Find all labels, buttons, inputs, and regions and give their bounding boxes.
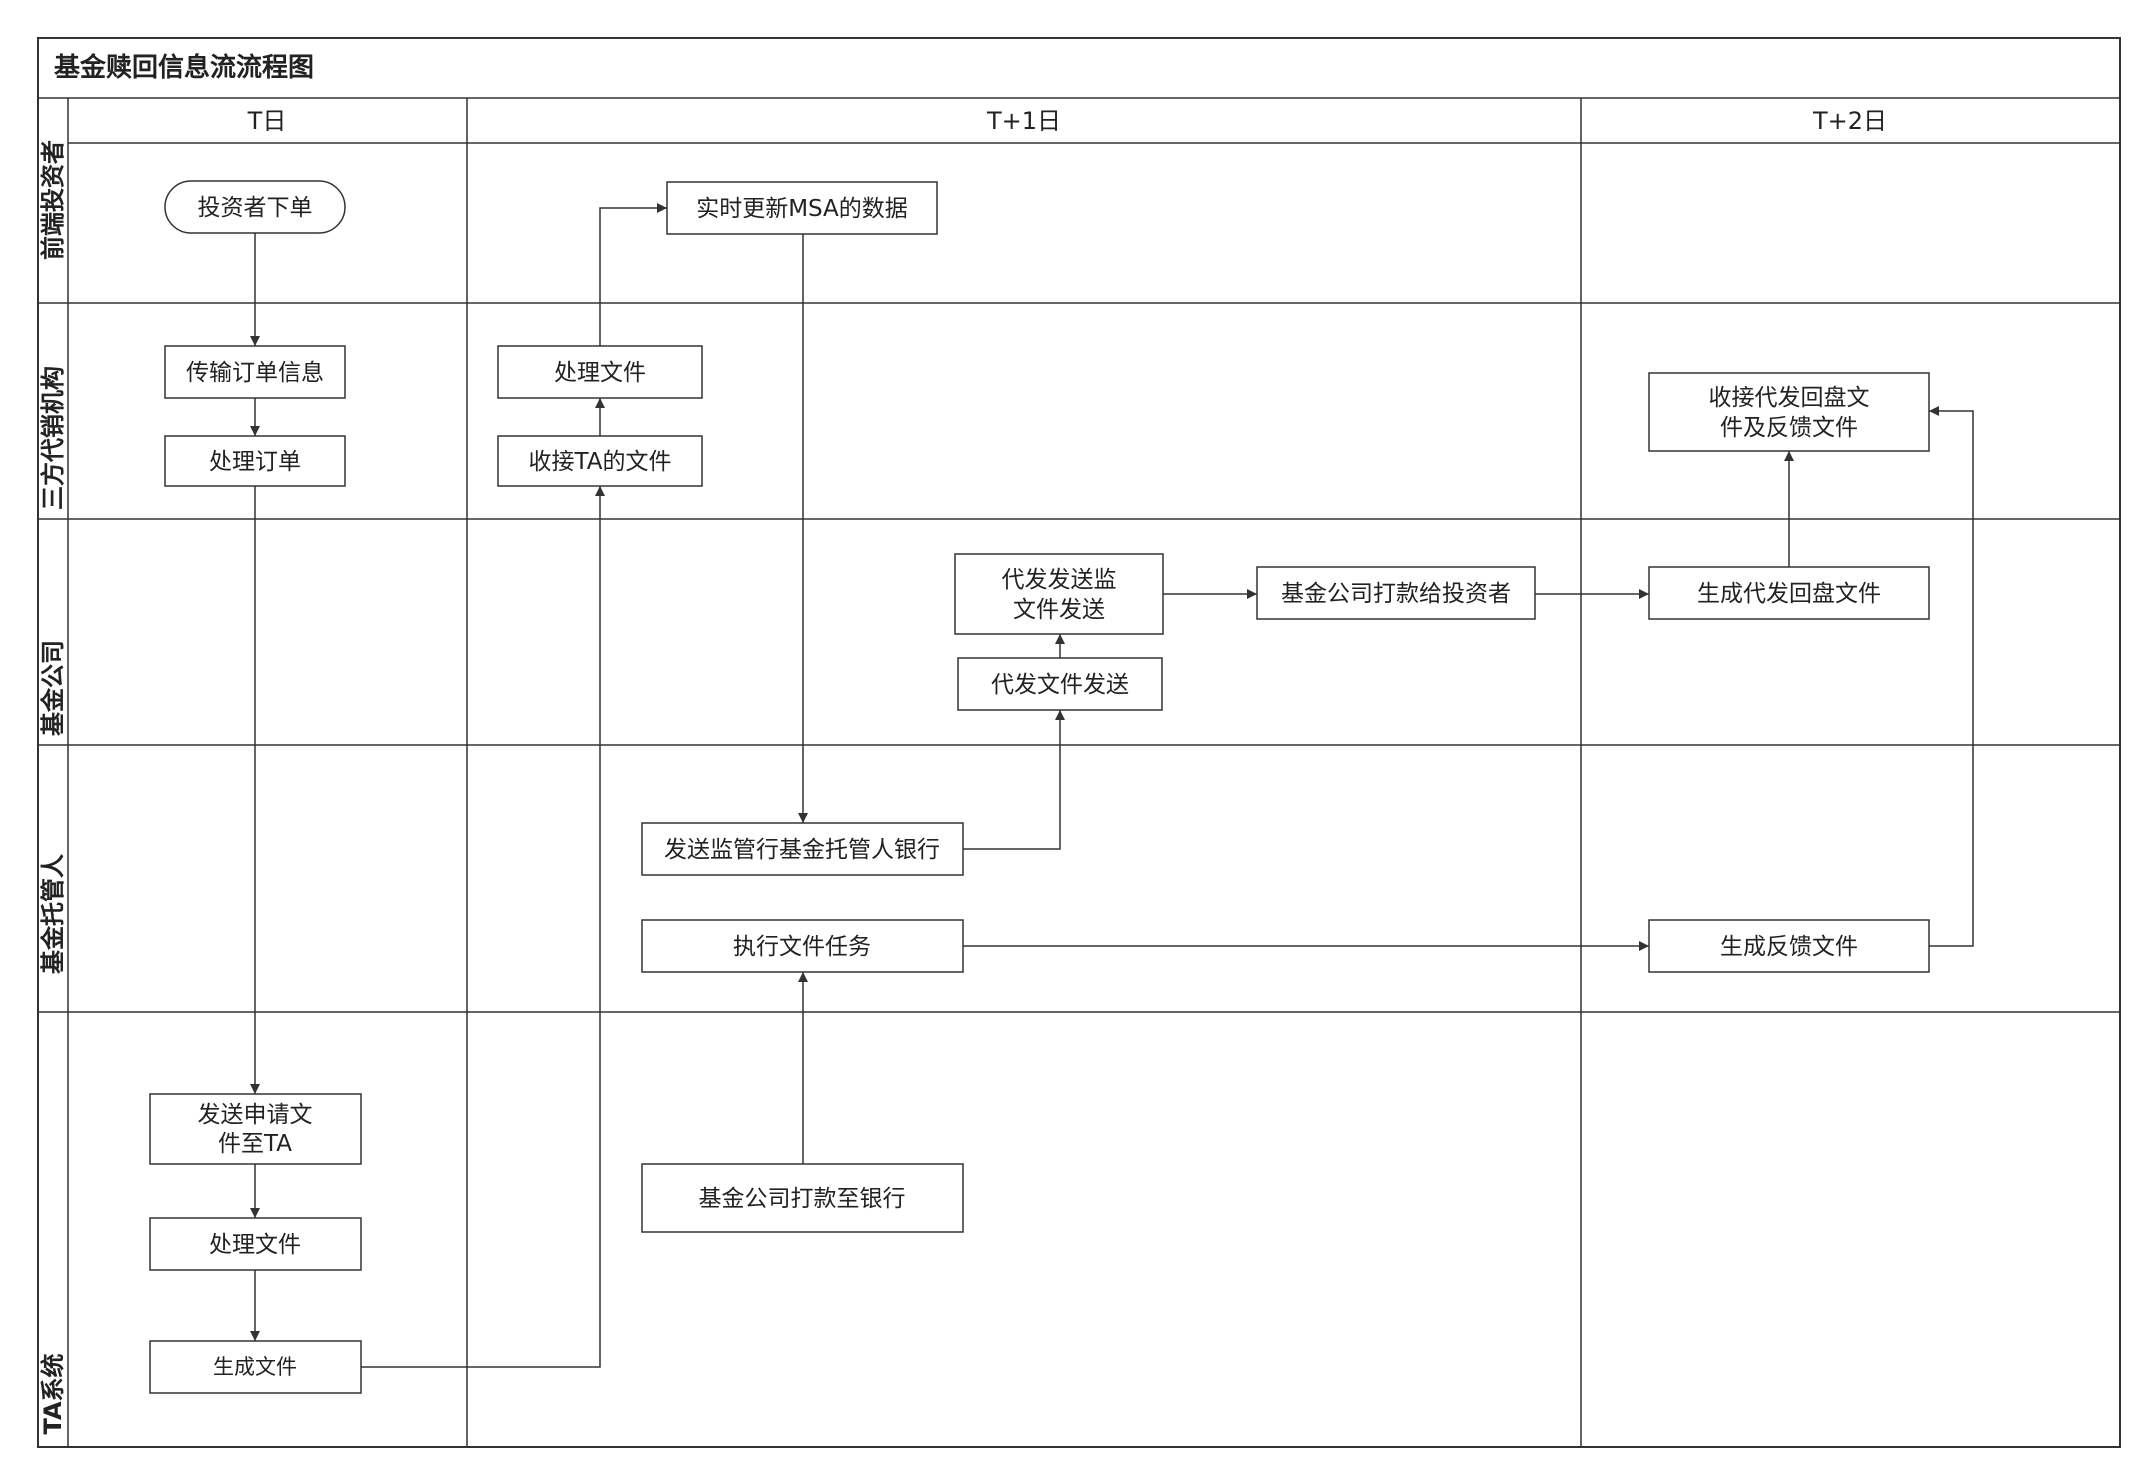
edge-n8-n9 (599, 203, 667, 346)
node-send-application (149, 1093, 362, 1165)
column-header-t2: T+2日 (1812, 107, 1887, 135)
node-label: 收接TA的文件 (529, 449, 672, 475)
node-process-order (164, 435, 346, 487)
node-label: 件及反馈文件 (1720, 415, 1858, 441)
edge-n10-n11 (963, 710, 1065, 850)
node-transmit-order (164, 345, 346, 399)
node-generate-feedback (1648, 919, 1930, 973)
node-pay-investor (1256, 566, 1536, 620)
node-ta-process-file (149, 1217, 362, 1271)
node-label: 代发文件发送 (991, 672, 1129, 698)
node-update-msa (666, 181, 938, 235)
node-label: 实时更新MSA的数据 (696, 196, 908, 222)
node-distributor-process-file (497, 345, 703, 399)
node-generate-payout-return (1648, 566, 1930, 620)
node-label: 代发发送监 (1002, 567, 1117, 593)
node-receive-return-files (1648, 372, 1930, 452)
node-label: 件至TA (218, 1131, 292, 1157)
lane-label-distributor: 三方代销机构 (39, 366, 67, 510)
node-label: 收接代发回盘文 (1709, 385, 1870, 411)
node-label: 执行文件任务 (733, 934, 871, 960)
node-label: 投资者下单 (198, 195, 313, 221)
lane-label-investor: 前端投资者 (39, 140, 67, 260)
column-header-t: T日 (247, 107, 287, 135)
node-label: 发送申请文 (198, 1102, 313, 1128)
node-label: 传输订单信息 (186, 360, 324, 386)
column-header-t1: T+1日 (986, 107, 1061, 135)
diagram-title: 基金赎回信息流流程图 (54, 52, 314, 83)
node-label: 基金公司打款给投资者 (1281, 581, 1511, 607)
node-send-custodian-bank (641, 822, 964, 876)
node-pay-bank (641, 1163, 964, 1233)
node-send-payout-file (957, 657, 1163, 711)
lane-label-custodian: 基金托管人 (39, 854, 67, 974)
node-payout-supervision (954, 553, 1164, 635)
node-label: 生成反馈文件 (1720, 934, 1858, 960)
node-label: 发送监管行基金托管人银行 (664, 837, 940, 863)
node-label: 处理文件 (554, 360, 646, 386)
edge-n6-n7 (361, 486, 605, 1368)
node-investor-order (164, 180, 346, 234)
lane-label-fund-company: 基金公司 (39, 640, 67, 736)
edge-n18-n17 (1929, 406, 1974, 947)
node-receive-ta-file (497, 435, 703, 487)
node-generate-file (149, 1340, 362, 1394)
node-label: 文件发送 (1013, 597, 1105, 623)
node-execute-file-task (641, 919, 964, 973)
node-label: 生成文件 (213, 1355, 297, 1379)
lane-label-ta-system: TA系统 (39, 1353, 67, 1434)
node-label: 处理文件 (209, 1232, 301, 1258)
node-label: 生成代发回盘文件 (1697, 581, 1881, 607)
node-label: 处理订单 (209, 449, 301, 475)
diagram-frame (37, 37, 2121, 1448)
node-label: 基金公司打款至银行 (699, 1186, 906, 1212)
